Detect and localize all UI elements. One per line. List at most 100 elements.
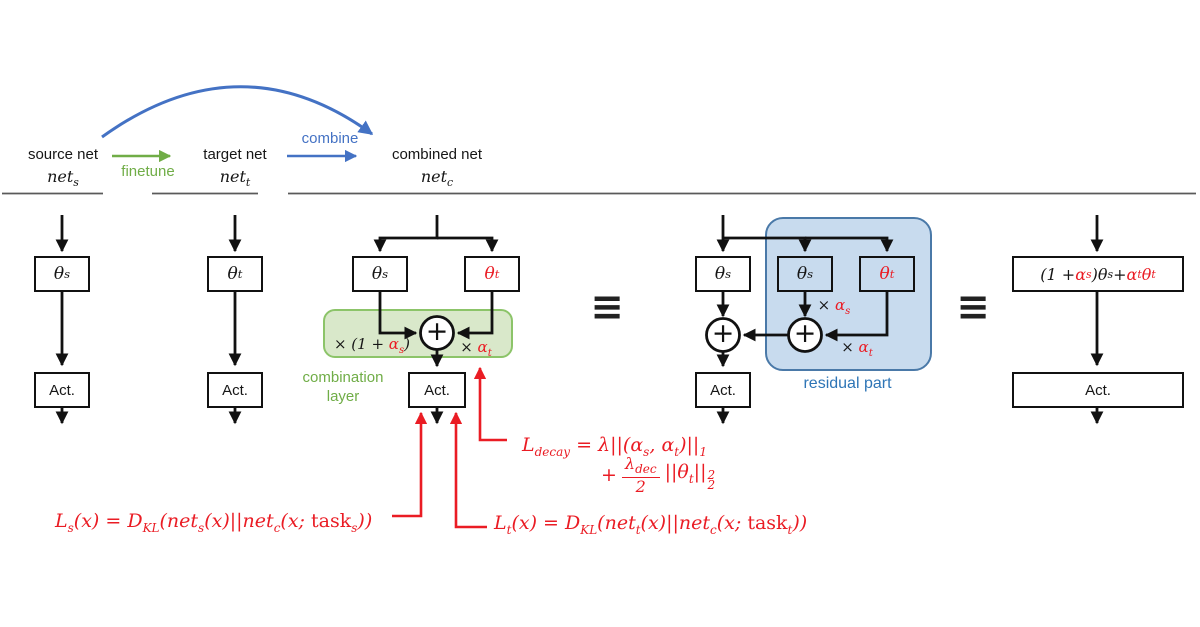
- net-word: net: [219, 167, 246, 186]
- combined-scale-t-label: × αt: [452, 338, 500, 359]
- loss-source-formula: Ls(x) = DKL(nets(x)||netc(x; tasks)): [55, 510, 372, 535]
- loss-decay-pointer-arrow: [473, 366, 507, 442]
- f-plus: +: [601, 464, 617, 487]
- f-open-norm: ||: [664, 461, 678, 484]
- f-sub: dec: [635, 462, 657, 477]
- f-sub: t: [688, 472, 694, 486]
- branch-to-theta-s-arrow: [723, 236, 812, 253]
- residual-net-flow: [705, 215, 894, 425]
- expr-theta-s: θ: [1097, 264, 1108, 284]
- theta-s-sub: s: [725, 267, 732, 281]
- theta-t-label: θ: [484, 264, 495, 284]
- alpha-t: α: [858, 338, 869, 356]
- f-seg: L: [55, 510, 68, 532]
- equivalence-sign-2: ≡: [956, 284, 990, 330]
- f-sub: t: [506, 522, 512, 537]
- loss-pointer-arrows: [392, 366, 507, 529]
- f-seg: (net: [159, 510, 199, 532]
- residual-act-box: Act.: [695, 372, 751, 408]
- theta-s-label: θ: [53, 264, 65, 284]
- main-plus-node-circle: [705, 317, 741, 353]
- act-label: Act.: [1085, 381, 1111, 399]
- scale-text: × (1 +: [333, 335, 389, 353]
- f-sub: KL: [580, 522, 598, 537]
- alpha-t-sub: t: [868, 348, 873, 359]
- header-arrows: [101, 85, 374, 163]
- theta-s-to-plus-arrow: [378, 292, 418, 340]
- theta-t-label: θ: [227, 264, 238, 284]
- combine-label: combine: [301, 130, 359, 147]
- combined-net-title: combined net: [391, 146, 483, 163]
- target-act-box: Act.: [207, 372, 263, 408]
- loss-decay-formula-line1: Ldecay = λ||(αs, αt)||1: [522, 434, 707, 459]
- f-seg: )): [792, 512, 808, 534]
- theta-t-sub: t: [889, 267, 895, 281]
- f-seg: = λ||(: [570, 434, 631, 456]
- theta-s-label: θ: [371, 264, 383, 284]
- scale-text: ×: [460, 338, 478, 356]
- f-lambda: λ: [624, 454, 636, 473]
- f-sub: 2: [707, 478, 716, 493]
- act-label: Act.: [424, 381, 450, 399]
- expr-seg: ): [1091, 264, 1098, 284]
- residual-scale-t-label: × αt: [831, 338, 883, 359]
- net-sub: t: [245, 176, 251, 190]
- target-net-symbol: nett: [180, 167, 290, 189]
- f-sub: s: [198, 520, 205, 535]
- branch-to-theta-t-arrow: [805, 236, 894, 253]
- scale-text: ×: [817, 296, 835, 314]
- f-denominator: 2: [635, 477, 646, 497]
- combine-arc-arrow: [101, 85, 374, 139]
- expr-theta-s-sub: s: [1107, 267, 1114, 281]
- f-seg: ,: [649, 434, 662, 456]
- expr-theta-t: θ: [1141, 264, 1152, 284]
- expr-alpha-s-sub: s: [1086, 267, 1092, 281]
- alpha-s-sub: s: [398, 345, 405, 356]
- act-label: Act.: [222, 381, 248, 399]
- expr-seg: (1 +: [1040, 264, 1076, 284]
- expr-theta-t-sub: t: [1151, 267, 1156, 281]
- f-sub: decay: [534, 444, 571, 459]
- theta-s-label: θ: [796, 264, 808, 284]
- theta-s-label: θ: [714, 264, 726, 284]
- f-sub: 1: [699, 444, 707, 459]
- f-sub: c: [710, 522, 717, 537]
- act-label: Act.: [49, 381, 75, 399]
- alpha-s: α: [388, 335, 399, 353]
- f-theta: θ: [677, 461, 689, 484]
- target-net-title: target net: [203, 146, 267, 163]
- f-alpha-t: α: [661, 434, 675, 456]
- residual-main-plus-node: +: [711, 318, 735, 349]
- alpha-t: α: [477, 338, 488, 356]
- residual-plus-node: +: [793, 318, 817, 349]
- theta-s-sub: s: [382, 267, 389, 281]
- expr-alpha-t-sub: t: [1137, 267, 1142, 281]
- f-sub: c: [273, 520, 281, 535]
- alpha-t-sub: t: [487, 348, 492, 359]
- theta-s-sub: s: [807, 267, 814, 281]
- f-task: task: [311, 510, 352, 532]
- f-seg: )): [357, 510, 373, 532]
- expr-alpha-s: α: [1075, 264, 1087, 284]
- input-split-right-arrow: [437, 236, 499, 253]
- f-seg: L: [494, 512, 507, 534]
- f-numerator: λdec: [621, 454, 660, 479]
- combined-scale-s-label: × (1 + αs): [327, 335, 417, 356]
- f-sub: t: [674, 444, 680, 459]
- f-seg: L: [522, 434, 535, 456]
- f-sub: s: [67, 520, 74, 535]
- equivalence-sign-1: ≡: [590, 284, 624, 330]
- residual-part-label: residual part: [803, 375, 892, 392]
